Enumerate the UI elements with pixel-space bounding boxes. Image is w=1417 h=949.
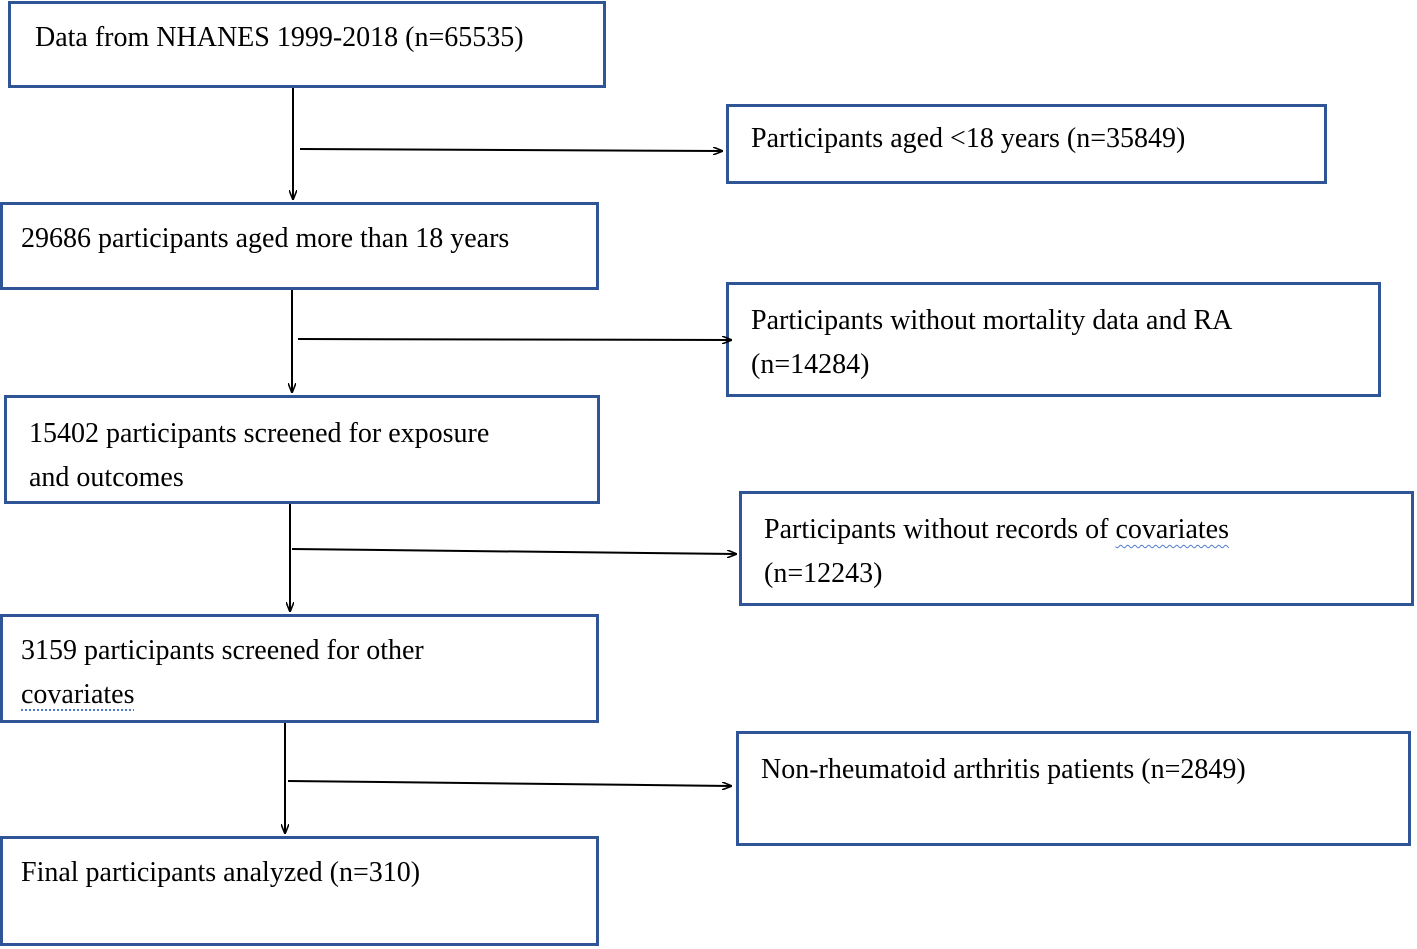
main-step-text-line-1: 3159 participants screened for other [21,635,424,666]
arrow-to-exclusion-2 [297,339,731,340]
arrow-to-exclusion-1 [299,149,722,151]
exclusion-box-1: Participants aged <18 years (n=35849) [726,104,1327,184]
main-step-text: 29686 participants aged more than 18 yea… [21,223,510,254]
exclusion-box-3: Participants without records of covariat… [739,491,1414,606]
exclusion-text-line-1: Participants without mortality data and … [751,305,1233,336]
exclusion-text: Participants aged <18 years (n=35849) [751,123,1186,154]
main-step-box-3: 15402 participants screened for exposure… [4,395,600,504]
exclusion-text-line-2: (n=14284) [751,349,870,380]
main-step-text-line-2: and outcomes [29,462,184,493]
main-step-box-2: 29686 participants aged more than 18 yea… [0,202,599,290]
main-step-box-4: 3159 participants screened for other cov… [0,614,599,723]
main-step-text-line-2-wrap: covariates [21,673,578,717]
main-step-text: Data from NHANES 1999-2018 (n=65535) [35,22,524,53]
arrow-to-exclusion-3 [291,548,736,554]
spellcheck-marked-word: covariates [1115,514,1229,545]
main-step-box-1: Data from NHANES 1999-2018 (n=65535) [8,1,606,88]
main-step-text: Final participants analyzed (n=310) [21,857,421,888]
exclusion-box-2: Participants without mortality data and … [726,282,1381,397]
exclusion-box-4: Non-rheumatoid arthritis patients (n=284… [736,731,1411,846]
exclusion-text-line-1-wrap: Participants without records of covariat… [764,508,1393,552]
spellcheck-marked-word: covariates [21,679,135,710]
main-step-text-line-1: 15402 participants screened for exposure [29,418,490,449]
arrow-to-exclusion-4 [287,780,731,786]
exclusion-text-prefix: Participants without records of [764,514,1116,545]
exclusion-text: Non-rheumatoid arthritis patients (n=284… [761,754,1246,785]
exclusion-text-line-2: (n=12243) [764,558,883,589]
main-step-box-5: Final participants analyzed (n=310) [0,836,599,946]
